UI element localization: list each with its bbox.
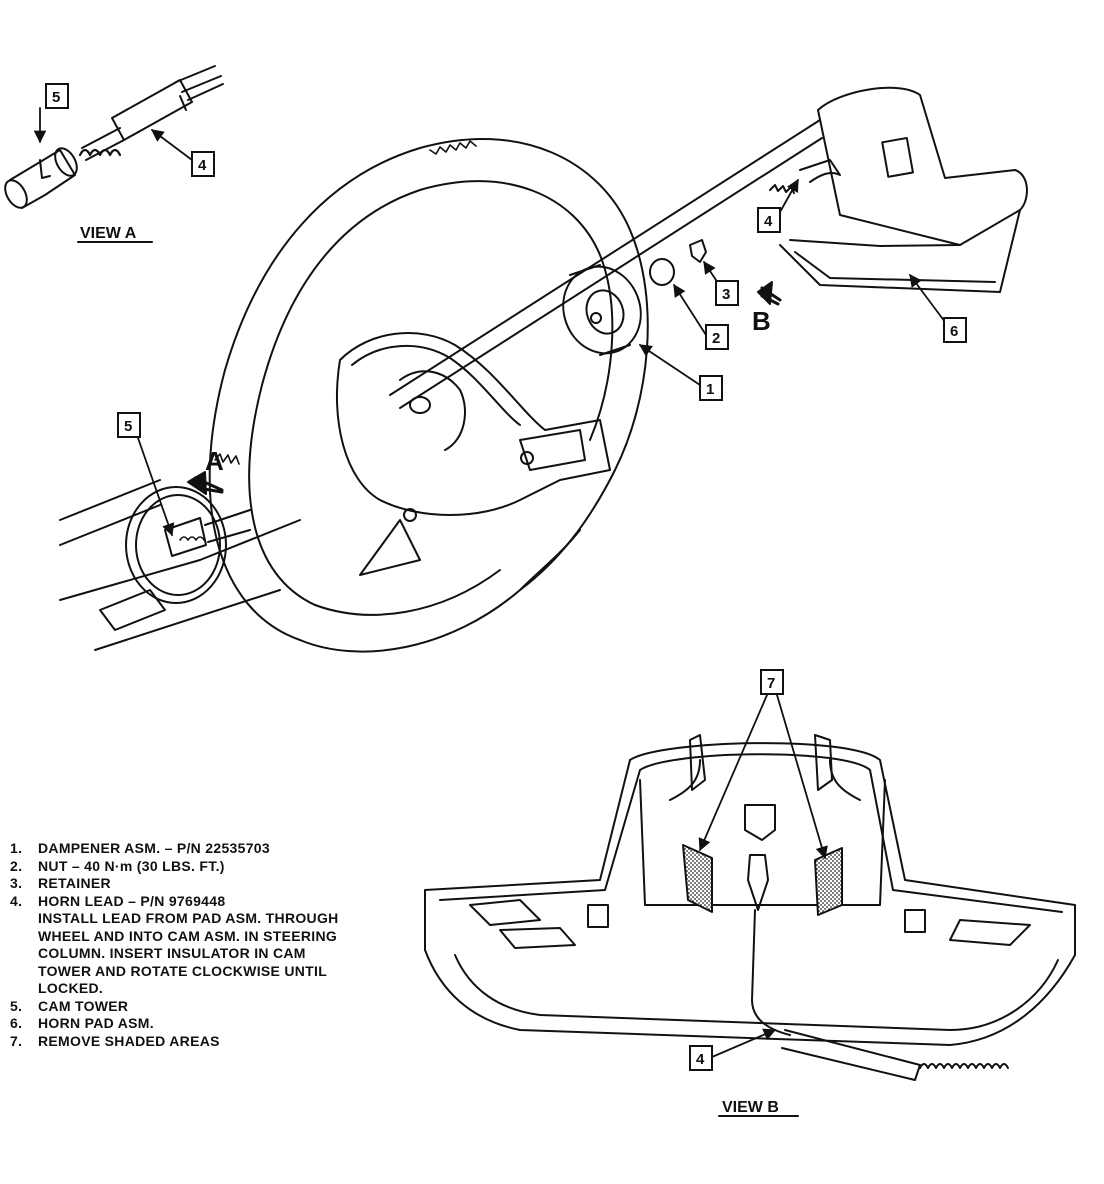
svg-text:1: 1 xyxy=(706,381,714,398)
callout-1: 1 xyxy=(699,375,723,401)
horn-pad-illustration xyxy=(779,86,1028,293)
direction-letter-b: B xyxy=(752,306,771,336)
callout-2: 2 xyxy=(705,324,729,350)
legend-number: 6. xyxy=(10,1015,23,1031)
shaded-area-right xyxy=(814,847,843,916)
shaded-area-left xyxy=(682,844,713,913)
svg-text:6: 6 xyxy=(950,323,958,340)
view-a-illustration xyxy=(4,65,224,209)
direction-arrow-b xyxy=(757,281,782,306)
svg-text:2: 2 xyxy=(712,330,720,347)
steering-column-illustration xyxy=(59,479,301,651)
callout-4-view-b: 4 xyxy=(689,1045,713,1071)
nut-illustration xyxy=(649,258,675,286)
legend-item: 3. RETAINER xyxy=(10,875,410,893)
svg-text:4: 4 xyxy=(764,213,773,230)
direction-arrow-a xyxy=(187,471,224,495)
legend-text: CAM TOWER xyxy=(38,997,129,1014)
svg-text:4: 4 xyxy=(696,1051,705,1068)
svg-text:3: 3 xyxy=(722,286,730,303)
legend-text: NUT – 40 N·m (30 LBS. FT.) xyxy=(38,857,225,874)
legend-item: 2. NUT – 40 N·m (30 LBS. FT.) xyxy=(10,858,410,876)
view-b-label: VIEW B xyxy=(722,1099,779,1116)
legend-item: 4. HORN LEAD – P/N 9769448 INSTALL LEAD … xyxy=(10,893,410,998)
legend-item: 1. DAMPENER ASM. – P/N 22535703 xyxy=(10,840,410,858)
legend-text: DAMPENER ASM. – P/N 22535703 xyxy=(38,840,270,856)
callout-5-main: 5 xyxy=(117,412,141,438)
svg-text:5: 5 xyxy=(124,418,132,435)
legend-number: 2. xyxy=(10,857,23,874)
legend-text: HORN LEAD – P/N 9769448 INSTALL LEAD FRO… xyxy=(38,892,339,997)
legend-text: REMOVE SHADED AREAS xyxy=(38,1032,220,1049)
legend-number: 7. xyxy=(10,1032,23,1049)
dampener-illustration xyxy=(562,264,642,356)
legend-text: RETAINER xyxy=(38,875,111,891)
retainer-illustration xyxy=(689,239,707,263)
legend-number: 3. xyxy=(10,875,23,891)
parts-legend: 1. DAMPENER ASM. – P/N 22535703 2. NUT –… xyxy=(10,840,410,1050)
legend-number: 4. xyxy=(10,892,23,909)
svg-text:5: 5 xyxy=(52,89,60,106)
direction-letter-a: A xyxy=(205,446,224,476)
callout-6: 6 xyxy=(943,317,967,343)
legend-item: 7. REMOVE SHADED AREAS xyxy=(10,1033,410,1051)
callout-4-main: 4 xyxy=(757,207,781,233)
legend-text: HORN PAD ASM. xyxy=(38,1015,154,1031)
callout-7: 7 xyxy=(760,669,784,695)
legend-number: 5. xyxy=(10,997,23,1014)
leader-lines xyxy=(33,107,946,1058)
callout-4-view-a: 4 xyxy=(191,151,215,177)
steering-wheel-illustration xyxy=(208,138,649,653)
callout-5-view-a: 5 xyxy=(45,83,69,109)
legend-item: 5. CAM TOWER xyxy=(10,998,410,1016)
legend-item: 6. HORN PAD ASM. xyxy=(10,1015,410,1033)
view-a-label: VIEW A xyxy=(80,225,137,242)
svg-text:4: 4 xyxy=(198,157,207,174)
callout-3: 3 xyxy=(715,280,739,306)
legend-number: 1. xyxy=(10,840,23,856)
view-b-illustration xyxy=(424,734,1076,1081)
svg-text:7: 7 xyxy=(767,675,775,692)
